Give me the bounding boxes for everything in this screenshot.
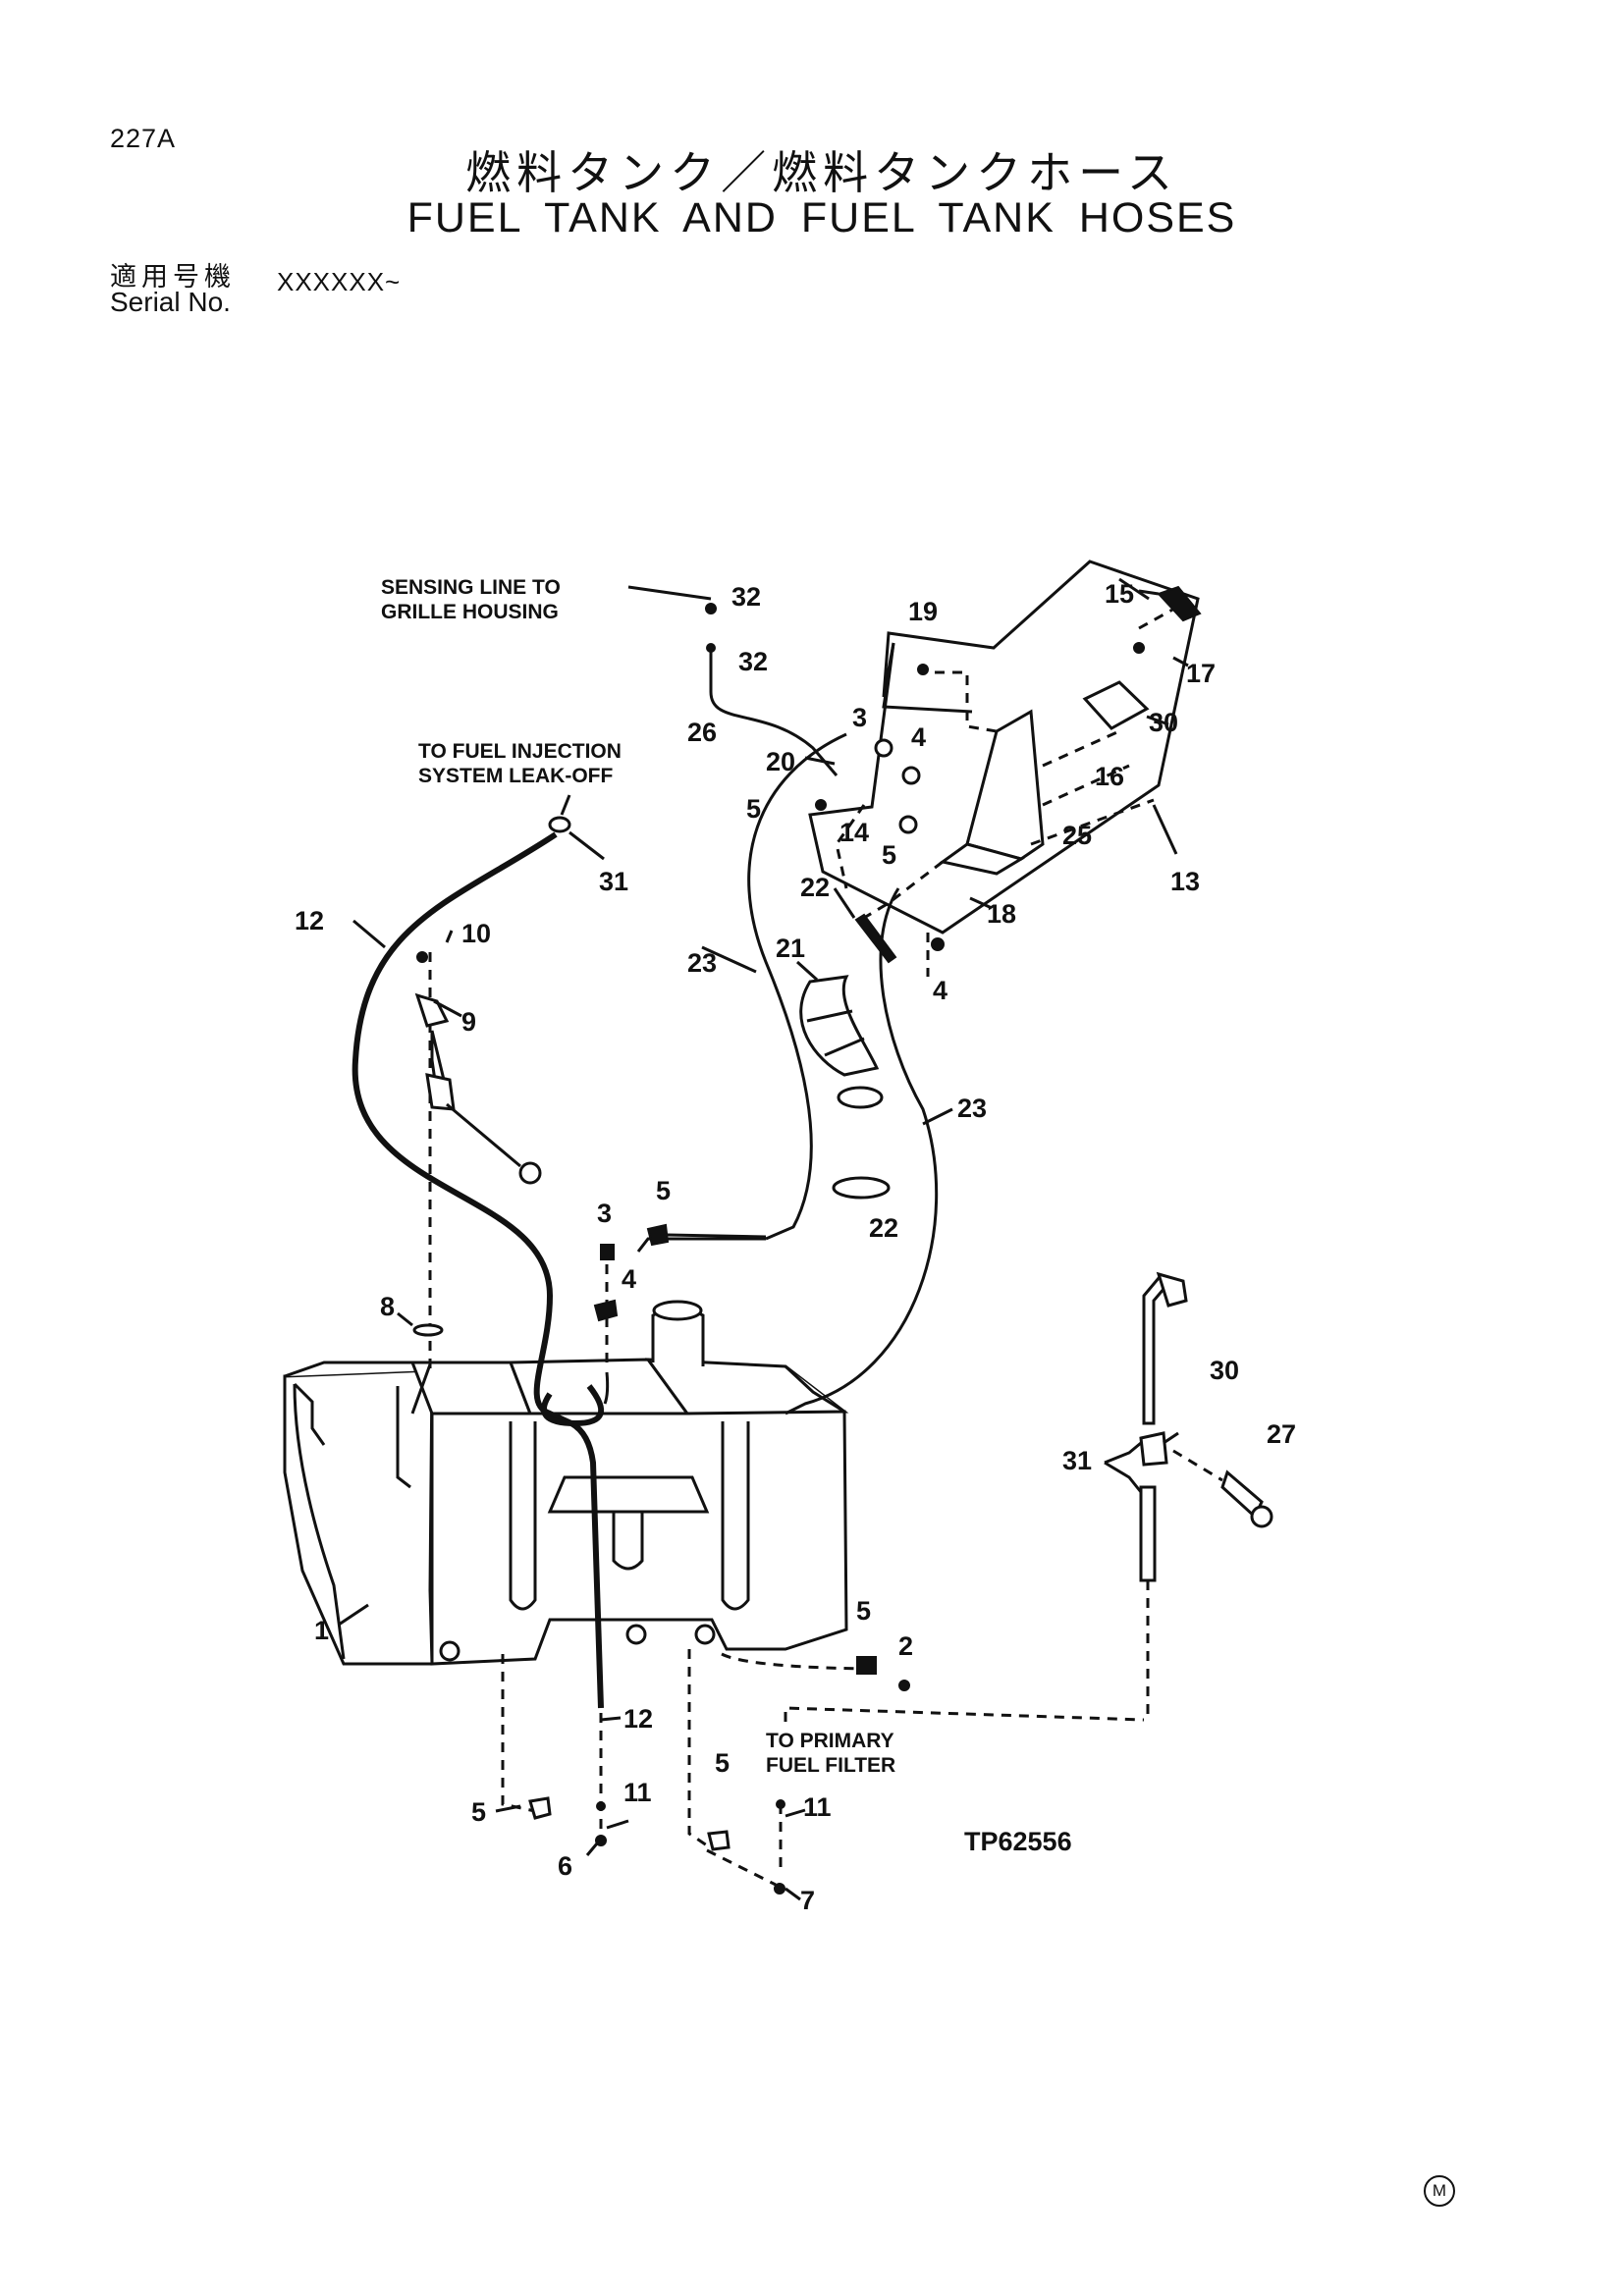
callout-19: 19 [908, 597, 938, 626]
callout-32: 32 [738, 647, 768, 676]
callout-17: 17 [1186, 659, 1216, 688]
serial-label-japanese: 適用号機 [110, 262, 236, 293]
callout-26: 26 [687, 718, 717, 747]
hose-23-right [785, 887, 939, 1415]
callout-5-mid: 5 [882, 840, 896, 870]
callout-32-left: 31 [599, 867, 628, 896]
callout-15: 15 [1105, 579, 1134, 609]
callout-4-right: 4 [933, 976, 947, 1005]
callout-3-lower: 3 [597, 1199, 612, 1228]
callout-20: 20 [766, 747, 795, 776]
callout-11-left: 11 [623, 1778, 652, 1807]
callout-22-upper: 22 [800, 873, 830, 902]
page-title: FUEL TANK AND FUEL TANK HOSES [406, 194, 1237, 241]
callout-31-right: 31 [1062, 1446, 1092, 1475]
callout-25: 25 [1062, 821, 1092, 850]
page-title-japanese: 燃料タンク／燃料タンクホース [465, 146, 1178, 199]
serial-label: Serial No. [110, 287, 231, 317]
callout-30: 30 [1149, 708, 1178, 737]
callout-18: 18 [987, 899, 1016, 929]
note-primary-filter-1: TO PRIMARY [766, 1730, 894, 1752]
revision-mark: M [1424, 2175, 1455, 2207]
callout-5-bottom-left: 5 [471, 1797, 486, 1827]
figure-code: TP62556 [964, 1827, 1072, 1856]
hose-12-loop [541, 1384, 605, 1427]
note-fuel-injection-2: SYSTEM LEAK-OFF [418, 765, 614, 787]
elbow-21 [799, 975, 880, 1077]
callout-2: 2 [898, 1631, 913, 1661]
page-code: 227A [110, 124, 177, 153]
callout-9: 9 [461, 1007, 476, 1037]
callout-4-upper: 4 [911, 722, 926, 752]
callout-5-bottom-right: 5 [715, 1748, 730, 1778]
note-sensing-line-2: GRILLE HOUSING [381, 601, 559, 623]
fuel-tank [283, 1300, 849, 1666]
callout-3-upper: 3 [852, 703, 867, 732]
serial-value: XXXXXX~ [277, 267, 402, 296]
callout-5-right: 5 [856, 1596, 871, 1626]
callout-14: 14 [839, 818, 869, 847]
callout-21: 21 [776, 934, 805, 963]
callout-12-lower: 12 [623, 1704, 653, 1734]
note-primary-filter-2: FUEL FILTER [766, 1754, 895, 1777]
callout-23-right: 23 [957, 1094, 987, 1123]
callout-8: 8 [380, 1292, 395, 1321]
sensing-line [709, 648, 839, 776]
callout-11-right: 11 [803, 1792, 832, 1822]
line-31-lower [1139, 1485, 1157, 1582]
callout-12-upper: 12 [295, 906, 324, 935]
callout-5-upper: 5 [746, 794, 761, 824]
callout-1: 1 [314, 1616, 329, 1645]
callout-13: 13 [1170, 867, 1200, 896]
callout-23-left: 23 [687, 948, 717, 978]
callout-10: 10 [461, 919, 491, 948]
callout-31: 32 [731, 582, 761, 612]
callout-27: 27 [1267, 1419, 1296, 1449]
callout-5-lower: 5 [656, 1176, 671, 1205]
hose-12 [352, 831, 604, 1709]
hose-23 [747, 732, 847, 1241]
callout-6: 6 [558, 1851, 572, 1881]
note-sensing-line-1: SENSING LINE TO [381, 576, 561, 599]
note-fuel-injection-1: TO FUEL INJECTION [418, 740, 622, 763]
callout-16: 16 [1095, 762, 1124, 791]
callout-4-lower: 4 [622, 1264, 636, 1294]
callout-22-lower: 22 [869, 1213, 898, 1243]
bracket-13-outline [808, 560, 1200, 934]
callout-30-right: 30 [1210, 1356, 1239, 1385]
callout-7: 7 [800, 1886, 815, 1915]
